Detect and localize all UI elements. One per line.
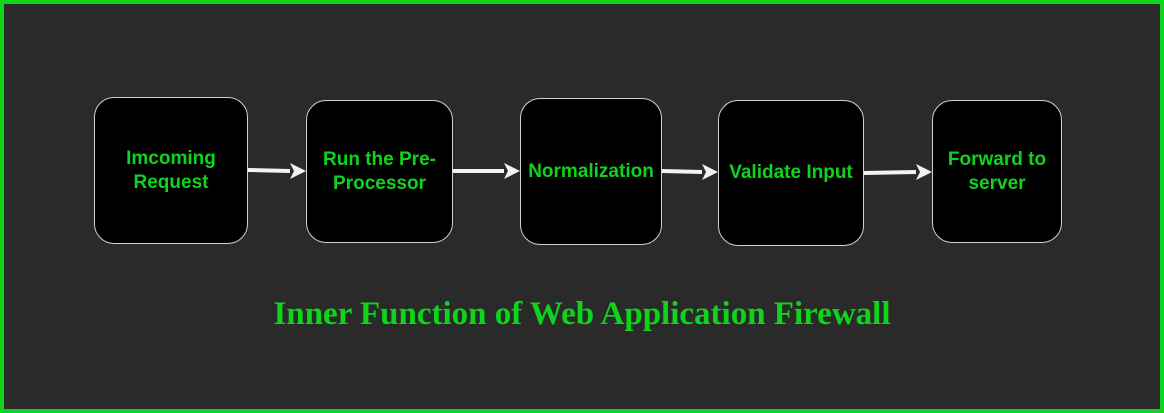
step-label: Normalization xyxy=(528,160,654,182)
arrow-2-head xyxy=(504,163,520,179)
arrow-3 xyxy=(661,169,703,174)
step-run-pre-processor: Run the Pre-Processor xyxy=(306,100,453,243)
arrow-1-head xyxy=(290,163,306,179)
arrow-1 xyxy=(247,168,291,173)
arrow-4 xyxy=(863,170,917,175)
step-label: Validate Input xyxy=(729,162,853,183)
arrow-3-head xyxy=(702,164,718,180)
step-label: Run the Pre-Processor xyxy=(323,148,436,194)
step-incoming-request: Imcoming Request xyxy=(94,97,248,244)
step-validate-input: Validate Input xyxy=(718,100,864,246)
step-normalization: Normalization xyxy=(520,98,662,245)
step-forward-to-server: Forward to server xyxy=(932,100,1062,243)
step-label: Imcoming Request xyxy=(126,147,216,193)
diagram-title: Inner Function of Web Application Firewa… xyxy=(273,296,891,332)
step-label: Forward to server xyxy=(947,148,1047,194)
arrow-4-head xyxy=(916,164,932,180)
